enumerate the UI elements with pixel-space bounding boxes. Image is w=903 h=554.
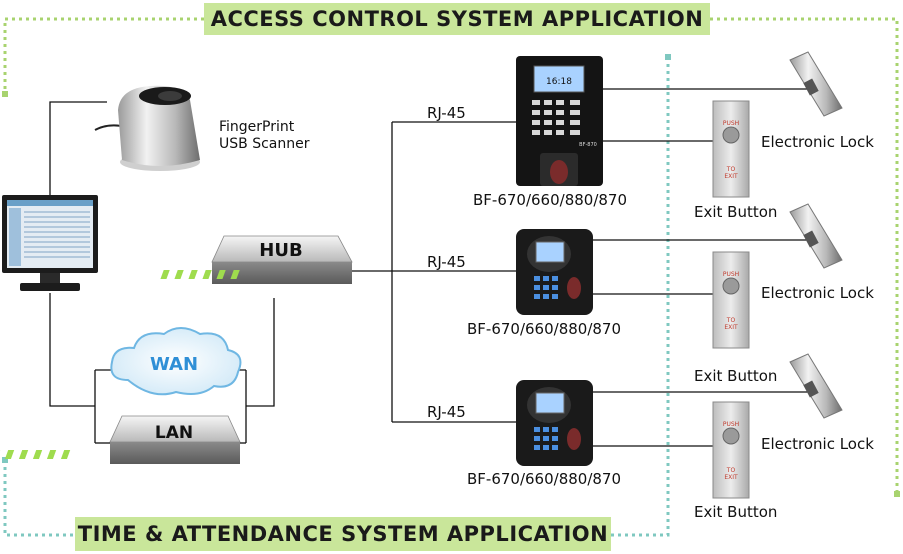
- time-attendance-dotted-frame: [3, 58, 670, 537]
- exit-plate-2-push: PUSH: [723, 271, 739, 278]
- electronic-lock-1-icon: [789, 51, 843, 117]
- terminal-device-2-icon: [516, 229, 593, 315]
- exit-button-plate-2-icon: [712, 251, 750, 349]
- computer-monitor-icon: [2, 195, 98, 291]
- exit-button-1-label: Exit Button: [694, 203, 778, 221]
- exit-plate-1-push: PUSH: [723, 120, 739, 127]
- exit-plate-3-push: PUSH: [723, 421, 739, 428]
- access-control-title: ACCESS CONTROL SYSTEM APPLICATION: [204, 3, 710, 35]
- electronic-lock-2-icon: [789, 203, 843, 269]
- exit-plate-3-to: TO: [726, 467, 736, 474]
- device-1-badge-text: BF-870: [579, 142, 597, 148]
- scanner-label: FingerPrint USB Scanner: [219, 119, 309, 153]
- device-3-model: BF-670/660/880/870: [467, 470, 622, 488]
- electronic-lock-3-label: Electronic Lock: [761, 435, 874, 453]
- exit-button-plate-1-icon: [712, 100, 750, 198]
- hub-label: HUB: [259, 240, 302, 261]
- exit-button-plate-3-icon: [712, 401, 750, 499]
- exit-plate-2-exit: EXIT: [724, 324, 738, 331]
- rj45-label-3: RJ-45: [427, 403, 466, 421]
- device-1-screen-text: 16:18: [546, 77, 572, 87]
- exit-plate-2-to: TO: [726, 317, 736, 324]
- scanner-label-line2: USB Scanner: [219, 136, 310, 152]
- exit-plate-1-exit: EXIT: [724, 173, 738, 180]
- time-attendance-title: TIME & ATTENDANCE SYSTEM APPLICATION: [75, 517, 611, 551]
- fingerprint-scanner-icon: [94, 85, 200, 171]
- access-control-dotted-frame: [3, 17, 899, 495]
- scanner-label-line1: FingerPrint: [219, 119, 295, 135]
- terminal-device-3-icon: [516, 380, 593, 466]
- lan-icon: [0, 415, 241, 464]
- exit-plate-3-exit: EXIT: [724, 474, 738, 481]
- device-1-model: BF-670/660/880/870: [473, 191, 628, 209]
- hub-icon: [160, 235, 353, 284]
- wan-label: WAN: [150, 354, 198, 375]
- exit-plate-1-to: TO: [726, 166, 736, 173]
- exit-button-3-label: Exit Button: [694, 503, 778, 521]
- electronic-lock-2-label: Electronic Lock: [761, 284, 874, 302]
- rj45-label-2: RJ-45: [427, 253, 466, 271]
- electronic-lock-1-label: Electronic Lock: [761, 133, 874, 151]
- terminal-device-1-icon: [516, 56, 603, 186]
- exit-button-2-label: Exit Button: [694, 367, 778, 385]
- electronic-lock-3-icon: [789, 353, 843, 419]
- rj45-label-1: RJ-45: [427, 104, 466, 122]
- lan-label: LAN: [155, 423, 193, 443]
- device-2-model: BF-670/660/880/870: [467, 320, 622, 338]
- connection-lines: [49, 88, 808, 447]
- wan-cloud-icon: [110, 327, 242, 396]
